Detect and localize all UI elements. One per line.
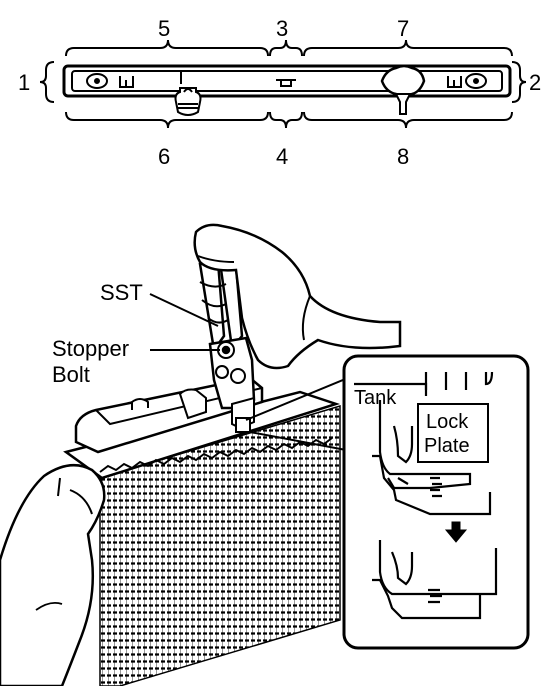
label-6: 6 (158, 144, 170, 169)
center-tab (276, 79, 296, 87)
header-plate-outer (62, 64, 512, 98)
lock-plate-label-line1: Lock (426, 411, 469, 433)
label-7: 7 (397, 16, 409, 41)
bracket-4 (269, 111, 303, 129)
callout-labels: SST Stopper Bolt (52, 280, 143, 387)
down-arrow-icon (444, 521, 468, 543)
tank-body (74, 376, 264, 454)
stopper-bolt-label-line1: Stopper (52, 336, 129, 361)
left-clip (119, 76, 134, 88)
bracket-8 (303, 111, 513, 129)
right-clip (447, 76, 462, 88)
outlet-pipe (174, 87, 202, 116)
tank-fitting (131, 398, 149, 410)
lock-plate-label-box: Lock Plate (417, 403, 489, 463)
label-1: 1 (18, 70, 30, 95)
inset-upper-detail (354, 371, 494, 516)
section-brackets (39, 39, 527, 129)
label-4: 4 (276, 144, 288, 169)
plate-teeth (99, 437, 333, 473)
tank-boss (178, 388, 207, 420)
lock-plate-label-line2: Plate (424, 435, 470, 457)
right-hand (193, 223, 402, 370)
filler-neck-bump (380, 64, 426, 98)
tank-header-plate (62, 64, 512, 116)
label-5: 5 (158, 16, 170, 41)
header-plate-inner (71, 70, 503, 92)
radiator-core (99, 404, 341, 687)
drain-cock (394, 93, 412, 115)
bracket-5 (65, 39, 269, 57)
bracket-7 (303, 39, 513, 57)
sst-leader (149, 293, 219, 327)
inset-lower-detail (372, 540, 498, 620)
label-2: 2 (529, 70, 541, 95)
bracket-3 (269, 39, 303, 57)
stopper-bolt-label-line2: Bolt (52, 362, 90, 387)
label-3: 3 (276, 16, 288, 41)
brace-2 (511, 61, 527, 103)
core-fins (99, 404, 341, 687)
tank-label: Tank (354, 387, 397, 409)
brace-1 (39, 61, 55, 103)
section-numbers: 1 2 3 4 5 6 7 8 (18, 16, 541, 169)
label-8: 8 (397, 144, 409, 169)
detail-inset: Tank Lock Plate (342, 354, 530, 650)
left-hand (0, 463, 106, 688)
sst-label: SST (100, 280, 143, 305)
bracket-6 (65, 111, 269, 129)
